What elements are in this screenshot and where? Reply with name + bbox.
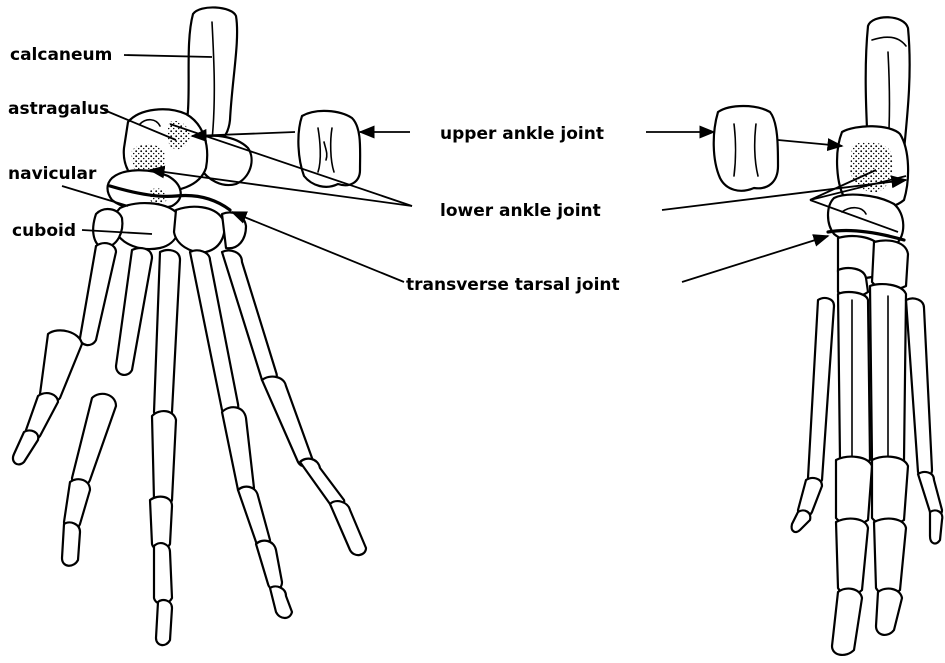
isolated-astragalus-left [298,111,360,187]
label-astragalus: astragalus [8,99,109,119]
label-cuboid: cuboid [12,221,76,241]
label-transverse-tarsal-joint: transverse tarsal joint [406,275,620,295]
left-cuboid-bone [114,203,180,249]
label-navicular: navicular [8,164,97,184]
label-calcaneum: calcaneum [10,45,112,65]
right-foot-drawing [792,17,943,655]
label-upper-ankle-joint: upper ankle joint [440,124,604,144]
label-lower-ankle-joint: lower ankle joint [440,201,601,221]
isolated-astragalus-right [714,106,778,191]
